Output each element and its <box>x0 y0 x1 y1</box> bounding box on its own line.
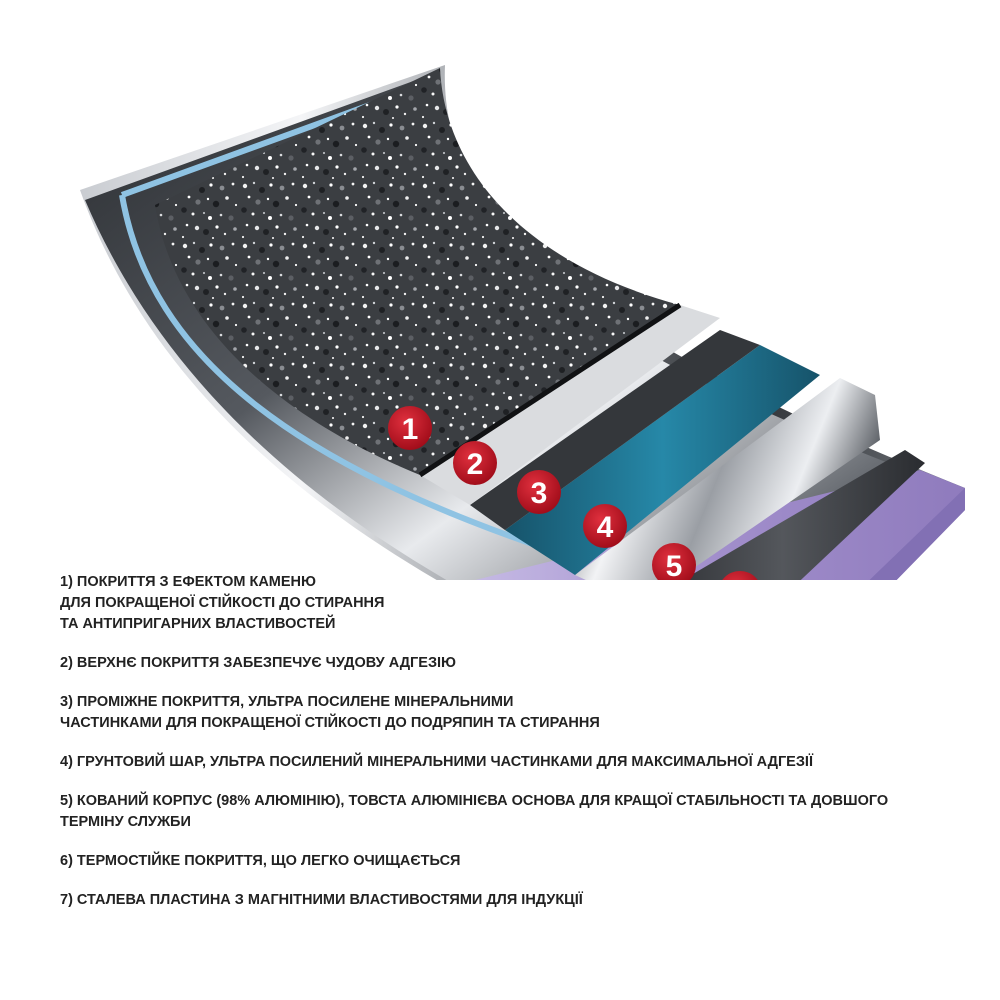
marker-3: 3 <box>517 470 561 514</box>
svg-text:4: 4 <box>597 511 614 544</box>
legend-line: 6) ТЕРМОСТІЙКЕ ПОКРИТТЯ, ЩО ЛЕГКО ОЧИЩАЄ… <box>60 853 461 869</box>
svg-text:2: 2 <box>467 448 484 481</box>
legend-line: 5) КОВАНИЙ КОРПУС (98% АЛЮМІНІЮ), ТОВСТА… <box>60 793 889 809</box>
legend-line: 1) ПОКРИТТЯ З ЕФЕКТОМ КАМЕНЮ <box>60 574 316 590</box>
marker-2: 2 <box>453 441 497 485</box>
legend-line: ТЕРМІНУ СЛУЖБИ <box>60 814 191 830</box>
legend-line: ТА АНТИПРИГАРНИХ ВЛАСТИВОСТЕЙ <box>60 616 336 632</box>
svg-text:6: 6 <box>732 578 749 580</box>
svg-text:3: 3 <box>531 477 548 510</box>
cookware-layer-diagram: 1 2 3 4 5 6 7 <box>80 65 965 580</box>
marker-4: 4 <box>583 504 627 548</box>
legend-item-1: 1) ПОКРИТТЯ З ЕФЕКТОМ КАМЕНЮ ДЛЯ ПОКРАЩЕ… <box>60 572 960 635</box>
legend-line: ДЛЯ ПОКРАЩЕНОЇ СТІЙКОСТІ ДО СТИРАННЯ <box>60 595 385 611</box>
legend-item-3: 3) ПРОМІЖНЕ ПОКРИТТЯ, УЛЬТРА ПОСИЛЕНЕ МІ… <box>60 692 960 734</box>
legend-item-4: 4) ГРУНТОВИЙ ШАР, УЛЬТРА ПОСИЛЕНИЙ МІНЕР… <box>60 752 960 773</box>
svg-text:5: 5 <box>666 550 683 580</box>
svg-text:1: 1 <box>402 413 419 446</box>
layer-legend: 1) ПОКРИТТЯ З ЕФЕКТОМ КАМЕНЮ ДЛЯ ПОКРАЩЕ… <box>60 572 960 911</box>
layer-1-stone-coating <box>155 68 680 475</box>
marker-6: 6 <box>722 571 758 580</box>
layer-6-dark-band <box>682 450 925 580</box>
legend-line: 2) ВЕРХНЄ ПОКРИТТЯ ЗАБЕЗПЕЧУЄ ЧУДОВУ АДГ… <box>60 655 457 671</box>
layer-7-purple-edge <box>869 488 965 580</box>
marker-5: 5 <box>652 543 696 580</box>
legend-line: ЧАСТИНКАМИ ДЛЯ ПОКРАЩЕНОЇ СТІЙКОСТІ ДО П… <box>60 715 600 731</box>
legend-line: 3) ПРОМІЖНЕ ПОКРИТТЯ, УЛЬТРА ПОСИЛЕНЕ МІ… <box>60 694 514 710</box>
legend-item-6: 6) ТЕРМОСТІЙКЕ ПОКРИТТЯ, ЩО ЛЕГКО ОЧИЩАЄ… <box>60 851 960 872</box>
legend-line: 7) СТАЛЕВА ПЛАСТИНА З МАГНІТНИМИ ВЛАСТИВ… <box>60 892 583 908</box>
layer-5-steel-band <box>575 378 880 580</box>
legend-item-2: 2) ВЕРХНЄ ПОКРИТТЯ ЗАБЕЗПЕЧУЄ ЧУДОВУ АДГ… <box>60 653 960 674</box>
layer-4-teal-band <box>505 345 820 575</box>
marker-1: 1 <box>388 406 432 450</box>
legend-line: 4) ГРУНТОВИЙ ШАР, УЛЬТРА ПОСИЛЕНИЙ МІНЕР… <box>60 754 813 770</box>
legend-item-5: 5) КОВАНИЙ КОРПУС (98% АЛЮМІНІЮ), ТОВСТА… <box>60 791 960 833</box>
legend-item-7: 7) СТАЛЕВА ПЛАСТИНА З МАГНІТНИМИ ВЛАСТИВ… <box>60 890 960 911</box>
